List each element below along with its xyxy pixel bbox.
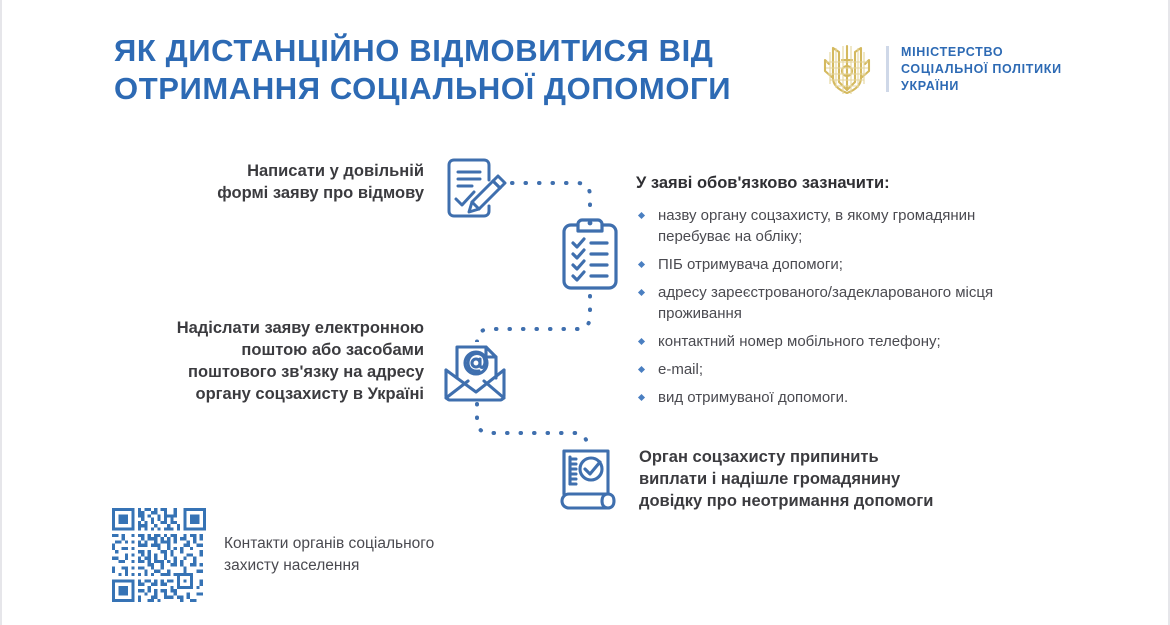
step-1-label: Написати у довільній формі заяву про від…	[217, 162, 424, 202]
bullet-icon	[637, 365, 646, 374]
requirement-item: контактний номер мобільного телефону;	[636, 331, 1056, 352]
bullet-icon	[637, 288, 646, 297]
bullet-icon	[637, 337, 646, 346]
logo-text: Міністерство соціальної політики України	[901, 44, 1062, 93]
requirements-heading: У заяві обов'язково зазначити:	[636, 174, 890, 192]
clipboard-checklist-icon	[558, 216, 622, 301]
requirement-label: ПІБ отримувача допомоги;	[658, 256, 843, 273]
requirement-item: ПІБ отримувача допомоги;	[636, 254, 1056, 275]
requirement-label: e-mail;	[658, 361, 704, 378]
requirement-label: вид отримуваної допомоги.	[658, 389, 849, 406]
requirement-item: адресу зареєстрованого/задекларованого м…	[636, 282, 1056, 324]
requirement-item: вид отримуваної допомоги.	[636, 387, 1056, 408]
qr-caption: Контакти органів соціального захисту нас…	[224, 535, 435, 574]
requirement-label: назву органу соцзахисту, в якому громадя…	[658, 207, 976, 245]
requirement-item: назву органу соцзахисту, в якому громадя…	[636, 205, 1056, 247]
requirements-panel: У заяві обов'язково зазначити: назву орг…	[636, 172, 1056, 415]
step-3-label: Орган соцзахисту припинить виплати і над…	[639, 448, 934, 510]
logo-divider	[886, 46, 889, 92]
requirement-item: e-mail;	[636, 359, 1056, 380]
requirement-label: адресу зареєстрованого/задекларованого м…	[658, 284, 994, 322]
bullet-icon	[637, 393, 646, 402]
requirement-label: контактний номер мобільного телефону;	[658, 333, 941, 350]
certificate-check-icon	[551, 442, 621, 517]
envelope-at-icon	[442, 338, 508, 409]
ukraine-trident-icon	[820, 38, 874, 100]
qr-code-icon[interactable]	[112, 508, 206, 602]
bullet-icon	[637, 260, 646, 269]
ministry-logo: Міністерство соціальної політики України	[820, 38, 1062, 100]
qr-contacts-block: Контакти органів соціального захисту нас…	[112, 508, 434, 602]
bullet-icon	[637, 211, 646, 220]
document-pen-icon	[439, 152, 511, 229]
page-title: Як дистанційно відмовитися від отримання…	[114, 33, 732, 106]
step-2-label: Надіслати заяву електронною поштою або з…	[176, 319, 424, 403]
